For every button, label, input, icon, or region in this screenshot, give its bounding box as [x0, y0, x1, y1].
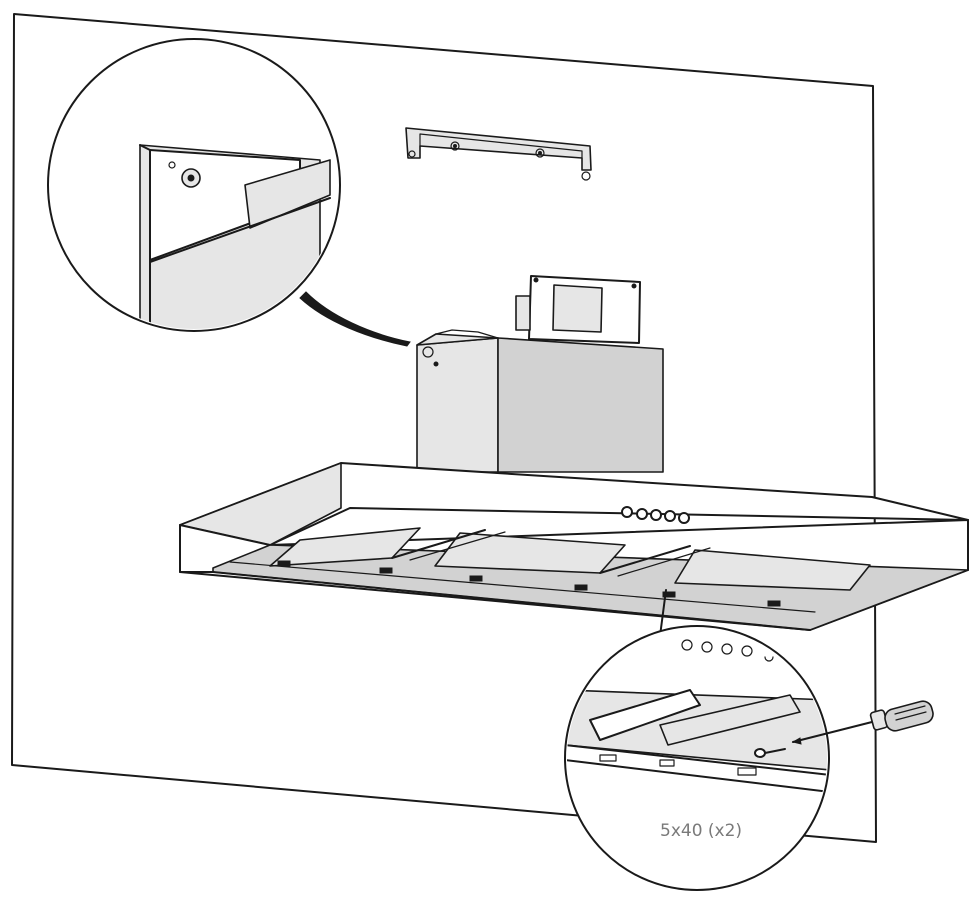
- callout-pointer-top: [299, 291, 411, 347]
- detail-bracket-circle: [47, 38, 341, 332]
- callout-pointer-bottom: [659, 589, 667, 637]
- electrical-box: [515, 275, 641, 344]
- screw-caption: 5x40 (x2): [660, 821, 742, 841]
- control-buttons: [621, 506, 690, 524]
- wall-bracket: [405, 127, 592, 181]
- chimney-box: [416, 329, 664, 473]
- screwdriver-icon: [791, 700, 934, 745]
- hood-body: [179, 462, 969, 631]
- detail-screw-circle: 5x40 (x2): [564, 625, 830, 891]
